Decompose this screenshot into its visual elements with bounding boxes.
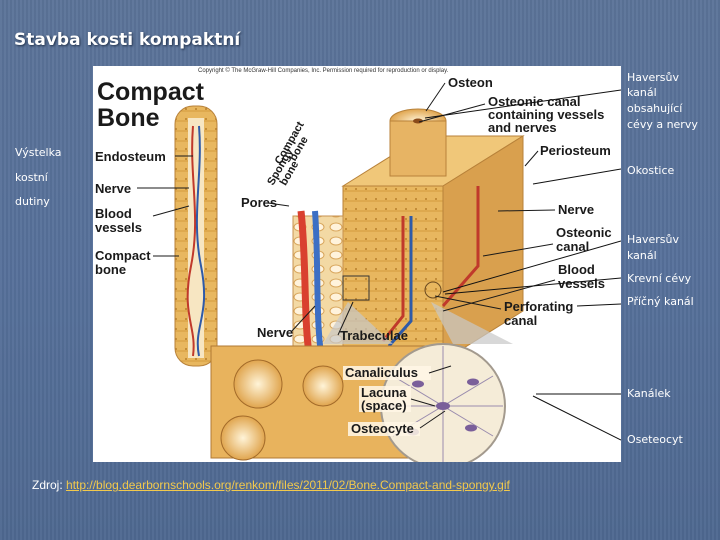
label-pores: Pores bbox=[241, 195, 277, 210]
label-compact-bone-left-1: Compact bbox=[95, 248, 151, 263]
annotation-left-3: dutiny bbox=[15, 195, 50, 209]
label-canaliculus: Canaliculus bbox=[345, 365, 418, 380]
source-line: Zdroj: http://blog.dearbornschools.org/r… bbox=[32, 478, 510, 492]
label-osteonic-canal-r1: Osteonic bbox=[556, 225, 612, 240]
annotation-right-haversian-1: Haversův bbox=[627, 71, 679, 85]
label-trabeculae: Trabeculae bbox=[340, 328, 408, 343]
label-periosteum: Periosteum bbox=[540, 143, 611, 158]
annotation-right-canaliculus: Kanálek bbox=[627, 387, 671, 401]
diagonal-labels: Spongy bone Compact bone bbox=[262, 119, 320, 193]
figure-heading-line2: Bone bbox=[97, 104, 160, 132]
label-blood-vessels-left-1: Blood bbox=[95, 206, 132, 221]
annotation-left-1: Výstelka bbox=[15, 146, 62, 160]
label-lacuna-2: (space) bbox=[361, 398, 407, 413]
copyright-text: Copyright © The McGraw-Hill Companies, I… bbox=[198, 67, 449, 74]
label-osteon: Osteon bbox=[448, 75, 493, 90]
bone-block bbox=[293, 109, 523, 366]
annotation-right-periosteum: Okostice bbox=[627, 164, 674, 178]
label-perforating-canal-1: Perforating bbox=[504, 299, 573, 314]
label-nerve-right: Nerve bbox=[558, 202, 594, 217]
annotation-right-vessels: Krevní cévy bbox=[627, 272, 691, 286]
annotation-right-canal-2: kanál bbox=[627, 249, 657, 263]
label-osteonic-canal-3: and nerves bbox=[488, 120, 557, 135]
source-label: Zdroj: bbox=[32, 478, 63, 492]
bone-illustration: Copyright © The McGraw-Hill Companies, I… bbox=[93, 66, 621, 462]
annotation-left-2: kostní bbox=[15, 171, 48, 185]
label-osteocyte: Osteocyte bbox=[351, 421, 414, 436]
label-nerve-bottom: Nerve bbox=[257, 325, 293, 340]
bone-diagram: Copyright © The McGraw-Hill Companies, I… bbox=[93, 66, 621, 462]
source-link[interactable]: http://blog.dearbornschools.org/renkom/f… bbox=[66, 478, 510, 492]
label-endosteum: Endosteum bbox=[95, 149, 166, 164]
label-perforating-canal-2: canal bbox=[504, 313, 537, 328]
annotation-right-osteocyte: Oseteocyt bbox=[627, 433, 683, 447]
label-compact-bone-left-2: bone bbox=[95, 262, 126, 277]
annotation-right-haversian-2: kanál bbox=[627, 86, 657, 100]
slide-title: Stavba kosti kompaktní bbox=[14, 30, 240, 50]
label-nerve-left: Nerve bbox=[95, 181, 131, 196]
annotation-right-haversian-3: obsahující bbox=[627, 102, 682, 116]
annotation-right-perforating: Příčný kanál bbox=[627, 295, 694, 309]
annotation-right-canal-1: Haversův bbox=[627, 233, 679, 247]
annotation-right-haversian-4: cévy a nervy bbox=[627, 118, 698, 132]
figure-heading-line1: Compact bbox=[97, 78, 205, 106]
label-blood-vessels-left-2: vessels bbox=[95, 220, 142, 235]
long-bone-section bbox=[175, 106, 217, 366]
label-blood-vessels-right-1: Blood bbox=[558, 262, 595, 277]
